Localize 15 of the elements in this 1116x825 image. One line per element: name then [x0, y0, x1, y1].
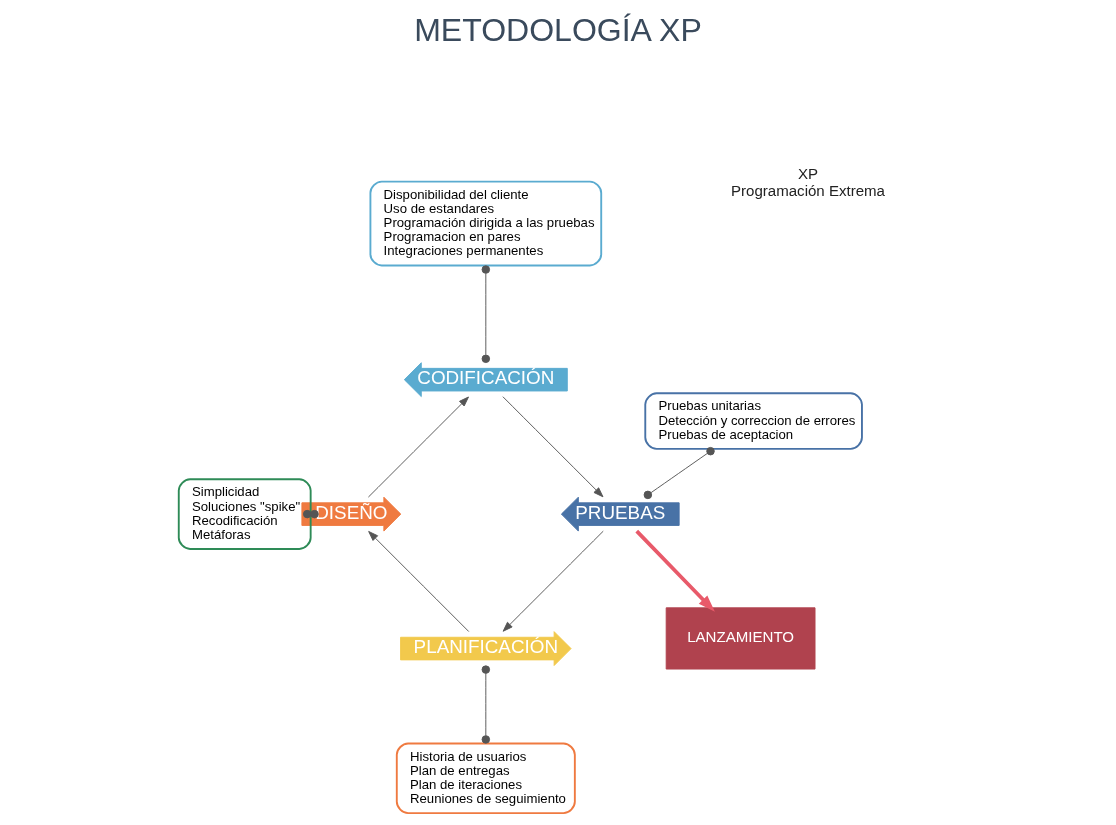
node-box: Historia de usuarios Plan de entregas Plan de iteraciones Reuniones de seguimiento: [395, 742, 576, 815]
diagram-title: METODOLOGÍA XP: [414, 12, 702, 49]
connector: [481, 665, 491, 744]
node-box: LANZAMIENTO: [665, 607, 816, 670]
arrow: [368, 530, 470, 632]
arrow: [635, 529, 715, 612]
connector: [481, 265, 491, 364]
node-box: Pruebas unitarias Detección y correccion de errores Pruebas de aceptacion: [644, 392, 863, 450]
connector: [302, 509, 319, 519]
arrow: [502, 396, 604, 498]
connector: [643, 446, 715, 500]
arrow: [502, 530, 604, 632]
node-box: Disponibilidad del cliente Uso de estandares Programación dirigida a las pruebas Programacion en pares Integraciones permanentes: [369, 180, 603, 267]
node-text: XP Programación Extrema: [730, 164, 886, 199]
arrow: [367, 396, 469, 498]
